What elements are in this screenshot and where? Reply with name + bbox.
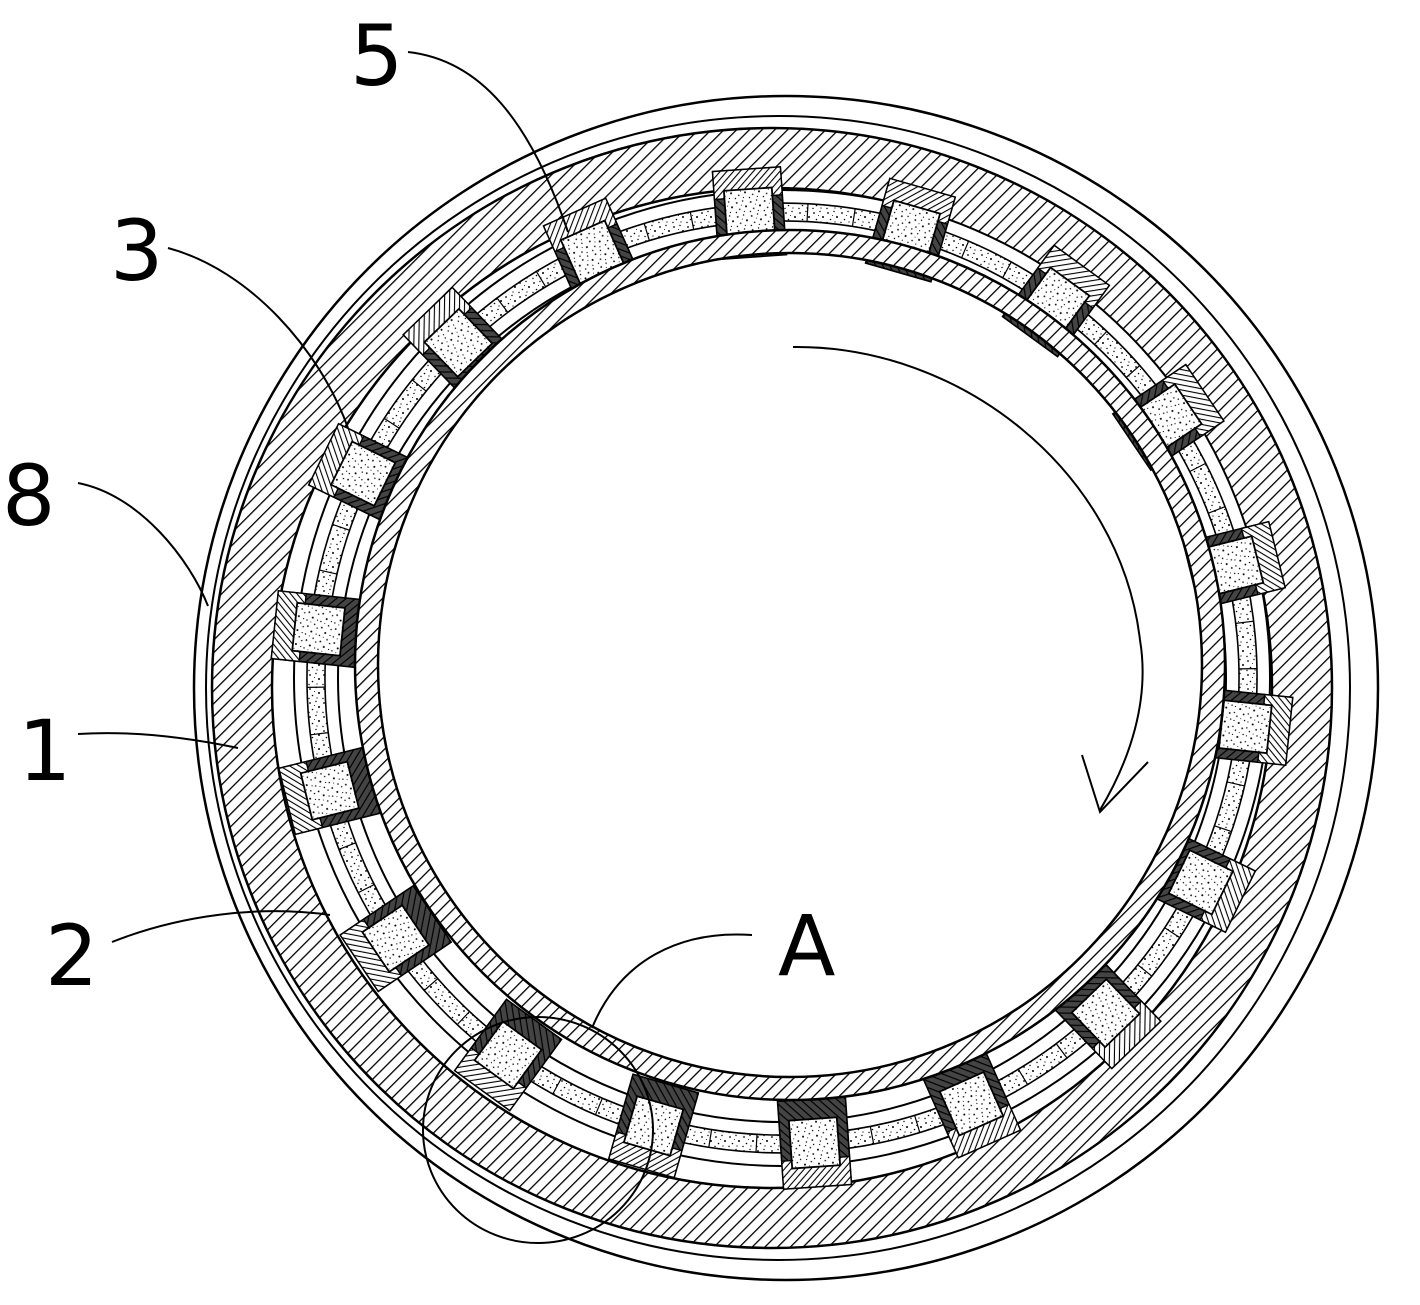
detail-A-circle <box>422 1016 654 1244</box>
rotation-arrow-head <box>1081 754 1149 814</box>
leader-2 <box>111 910 331 943</box>
label-2: 2 <box>45 907 98 1005</box>
inner-race-outline <box>353 228 1227 1102</box>
label-3: 3 <box>110 202 163 300</box>
rotation-direction-arrow <box>792 345 1144 811</box>
label-A: A <box>778 897 835 995</box>
leader-1 <box>77 732 239 749</box>
label-1: 1 <box>18 702 71 800</box>
label-8: 8 <box>2 447 55 545</box>
leader-5 <box>407 51 569 233</box>
leader-A <box>591 933 753 1029</box>
leader-8 <box>77 482 209 607</box>
leader-3 <box>167 247 349 429</box>
inner-race-bore <box>376 251 1204 1079</box>
label-5: 5 <box>350 7 403 105</box>
